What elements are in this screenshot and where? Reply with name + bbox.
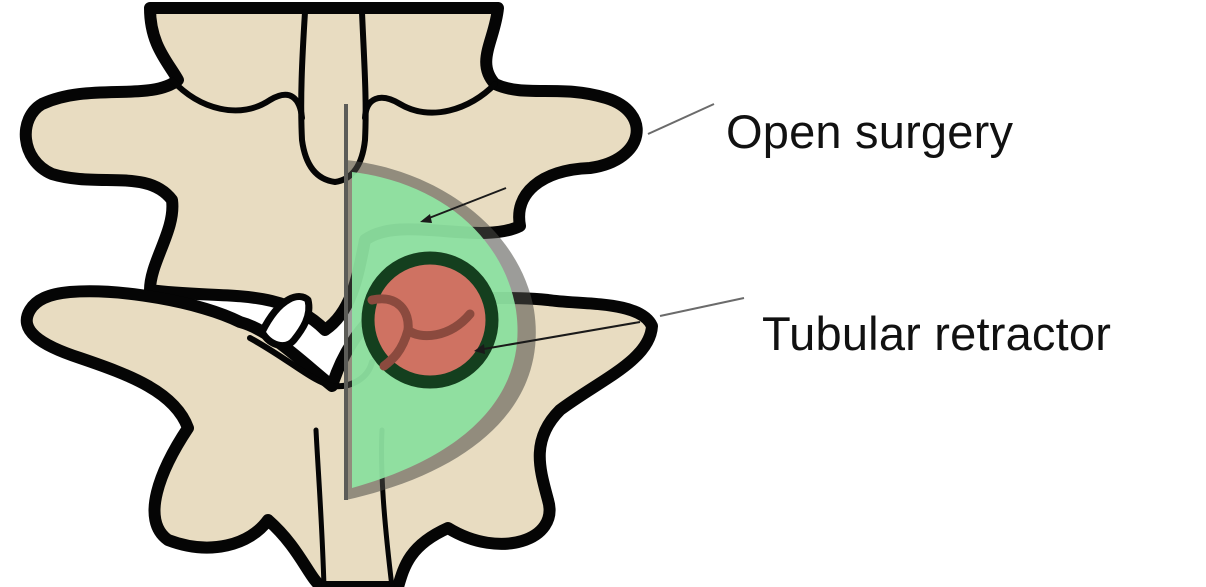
upper-vertebra bbox=[26, 8, 637, 330]
tubular-retractor bbox=[368, 258, 492, 382]
upper-vertebra-shape bbox=[26, 8, 637, 330]
leader-open-surgery bbox=[648, 104, 714, 134]
tubular-retractor-label: Tubular retractor bbox=[762, 310, 1111, 357]
leader-tubular-retractor bbox=[660, 298, 744, 316]
open-surgery-label: Open surgery bbox=[726, 108, 1013, 155]
